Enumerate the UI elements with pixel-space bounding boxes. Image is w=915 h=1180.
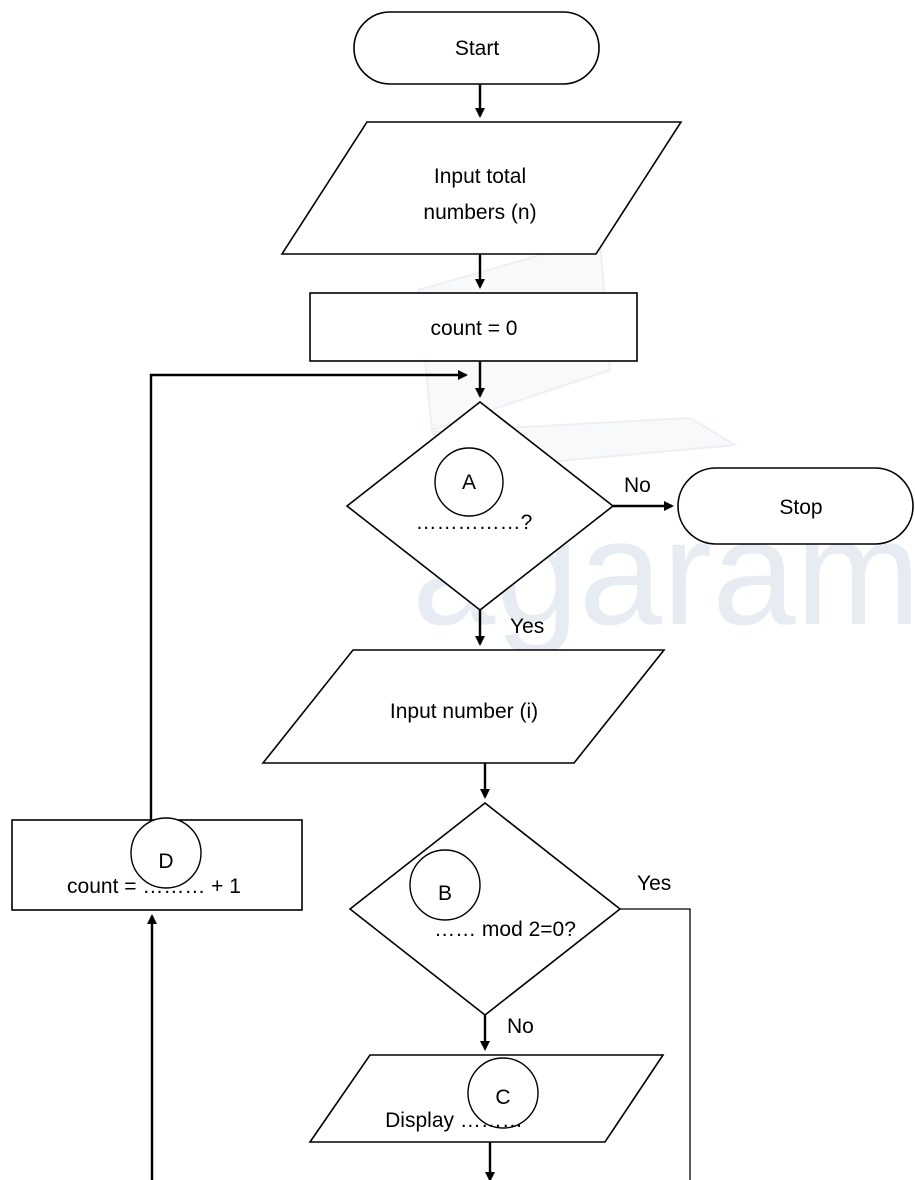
decision-b-yes-path (620, 908, 691, 1180)
marker-b-circle (409, 849, 481, 921)
decision-b-text: …… mod 2=0? (434, 918, 576, 941)
decision-a-text: ……………? (416, 511, 533, 534)
input-total-label-line2: numbers (n) (423, 201, 536, 224)
input-number-parallelogram (261, 649, 666, 764)
start-terminal (353, 11, 600, 85)
arrow-loop-back-to-decision-a (149, 370, 468, 820)
marker-c-label: C (495, 1086, 510, 1109)
decision-b-yes-label: Yes (637, 872, 671, 895)
marker-c-circle (467, 1057, 539, 1129)
decision-b-no-label: No (507, 1015, 534, 1038)
start-label: Start (455, 37, 500, 60)
decision-a-no-label: No (624, 474, 651, 497)
increment-label: count = ……… + 1 (67, 875, 241, 898)
stop-label: Stop (779, 496, 822, 519)
marker-a-circle (434, 447, 504, 517)
display-label: Display ……… (385, 1109, 523, 1132)
input-total-parallelogram (280, 121, 683, 255)
stop-terminal (677, 467, 914, 545)
init-label: count = 0 (431, 317, 518, 340)
marker-d-circle (130, 817, 202, 889)
init-process-box (309, 292, 638, 362)
input-total-label-line1: Input total (434, 165, 526, 188)
marker-a-label: A (462, 471, 476, 494)
decision-a-yes-label: Yes (510, 615, 544, 638)
marker-d-label: D (158, 850, 173, 873)
marker-b-label: B (438, 882, 452, 905)
input-number-label: Input number (i) (390, 700, 538, 723)
decision-b-diamond (348, 801, 622, 1017)
